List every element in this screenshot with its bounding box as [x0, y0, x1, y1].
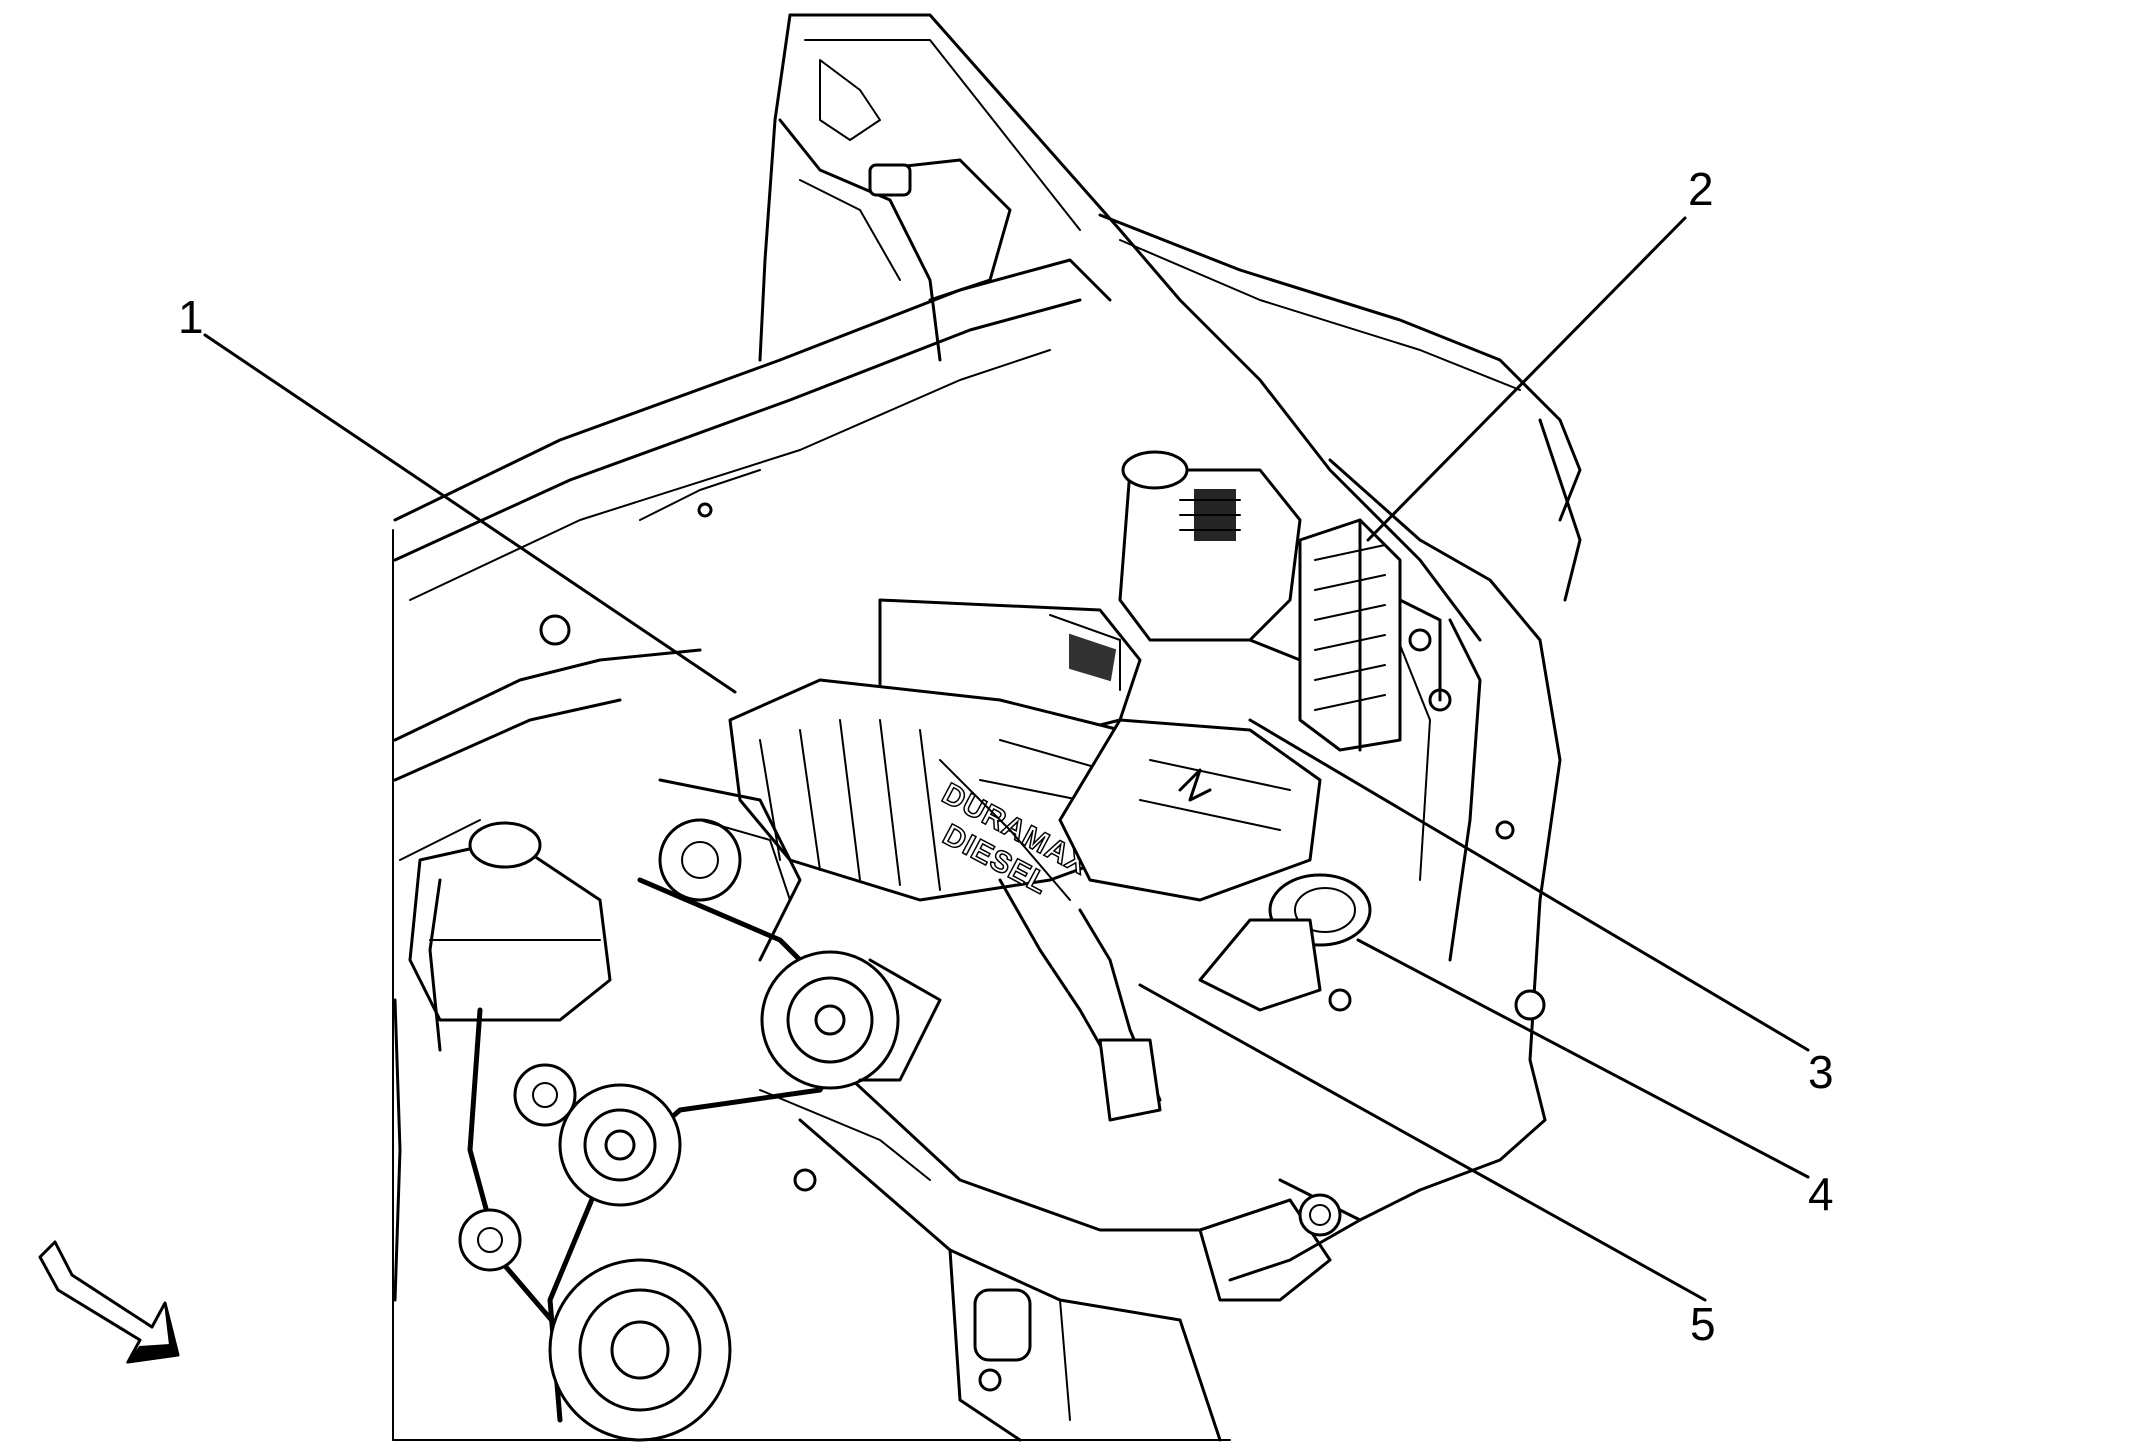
- leader-lines: [203, 216, 1810, 1302]
- callout-labels: 1 2 3 4 5: [178, 163, 1834, 1350]
- small-idler-pulley: [458, 1208, 522, 1272]
- cowl-panel: [393, 258, 1112, 646]
- front-direction-arrow-icon: [38, 1240, 180, 1364]
- intake-manifold-right: [1058, 718, 1322, 902]
- leader-line-1: [203, 333, 737, 694]
- coolant-reservoir: [408, 821, 612, 1052]
- wiring-harness: [939, 759, 1162, 1122]
- callout-4: 4: [1808, 1168, 1834, 1220]
- brake-fluid-reservoir: [1118, 450, 1322, 692]
- callout-3: 3: [1808, 1046, 1834, 1098]
- water-pump-pulley: [760, 950, 900, 1090]
- accessory-drive-belt: [467, 877, 863, 1423]
- alternator-bracket: [658, 778, 942, 1192]
- leader-line-2: [1366, 216, 1687, 542]
- idler-pulley: [658, 818, 742, 902]
- crankshaft-pulley: [548, 1258, 732, 1442]
- control-module: [1298, 518, 1442, 752]
- tensioner-pulley: [513, 1063, 577, 1127]
- leader-line-4: [1356, 938, 1810, 1179]
- horn: [1198, 873, 1372, 1012]
- callout-2: 2: [1688, 163, 1714, 215]
- frame-rail: [798, 1048, 1342, 1442]
- leader-line-3: [1248, 718, 1810, 1052]
- engine-cover: DURAMAX DIESEL: [728, 678, 1182, 902]
- left-hoses: [393, 648, 702, 1302]
- callout-5: 5: [1690, 1298, 1716, 1350]
- inner-fender-left: [778, 118, 1012, 362]
- hood-hinge-outline: [758, 13, 1582, 642]
- leader-line-5: [1138, 983, 1707, 1302]
- fan-pulley: [558, 1083, 682, 1207]
- callout-1: 1: [178, 291, 204, 343]
